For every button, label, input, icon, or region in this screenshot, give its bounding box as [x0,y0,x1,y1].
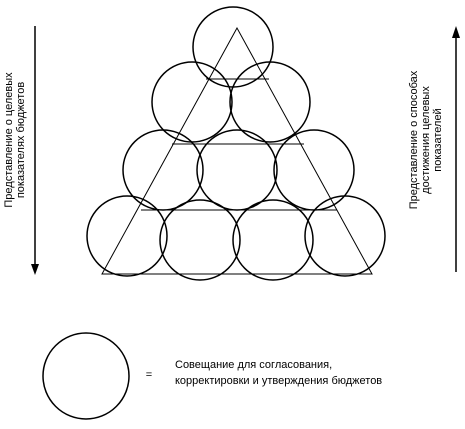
legend-equals: = [146,369,152,381]
right-label-line1: Представление о способах [408,70,420,209]
left-arrow [31,26,39,275]
right-arrow [452,26,460,272]
meeting-circles [86,6,386,281]
meeting-circle [86,195,168,277]
meeting-circle [159,199,241,281]
meeting-circle [229,61,311,143]
budget-triangle [101,26,373,275]
meeting-circle [273,129,355,211]
right-label-line2: достижения целевых [420,86,432,194]
legend-line1: Совещание для согласования, [175,359,332,371]
right-label-line3: показателей [432,108,444,171]
meeting-circle [304,195,386,277]
left-label-line1: Представление о целевых [3,72,15,208]
legend-line2: корректировки и утверждения бюджетов [175,375,382,387]
level-lines [141,78,337,211]
meeting-circle [192,6,274,88]
meeting-circle [196,129,278,211]
meeting-circle [122,129,204,211]
legend-circle [42,332,130,420]
meeting-circle [232,199,314,281]
left-label-line2: показателях бюджетов [15,82,27,199]
